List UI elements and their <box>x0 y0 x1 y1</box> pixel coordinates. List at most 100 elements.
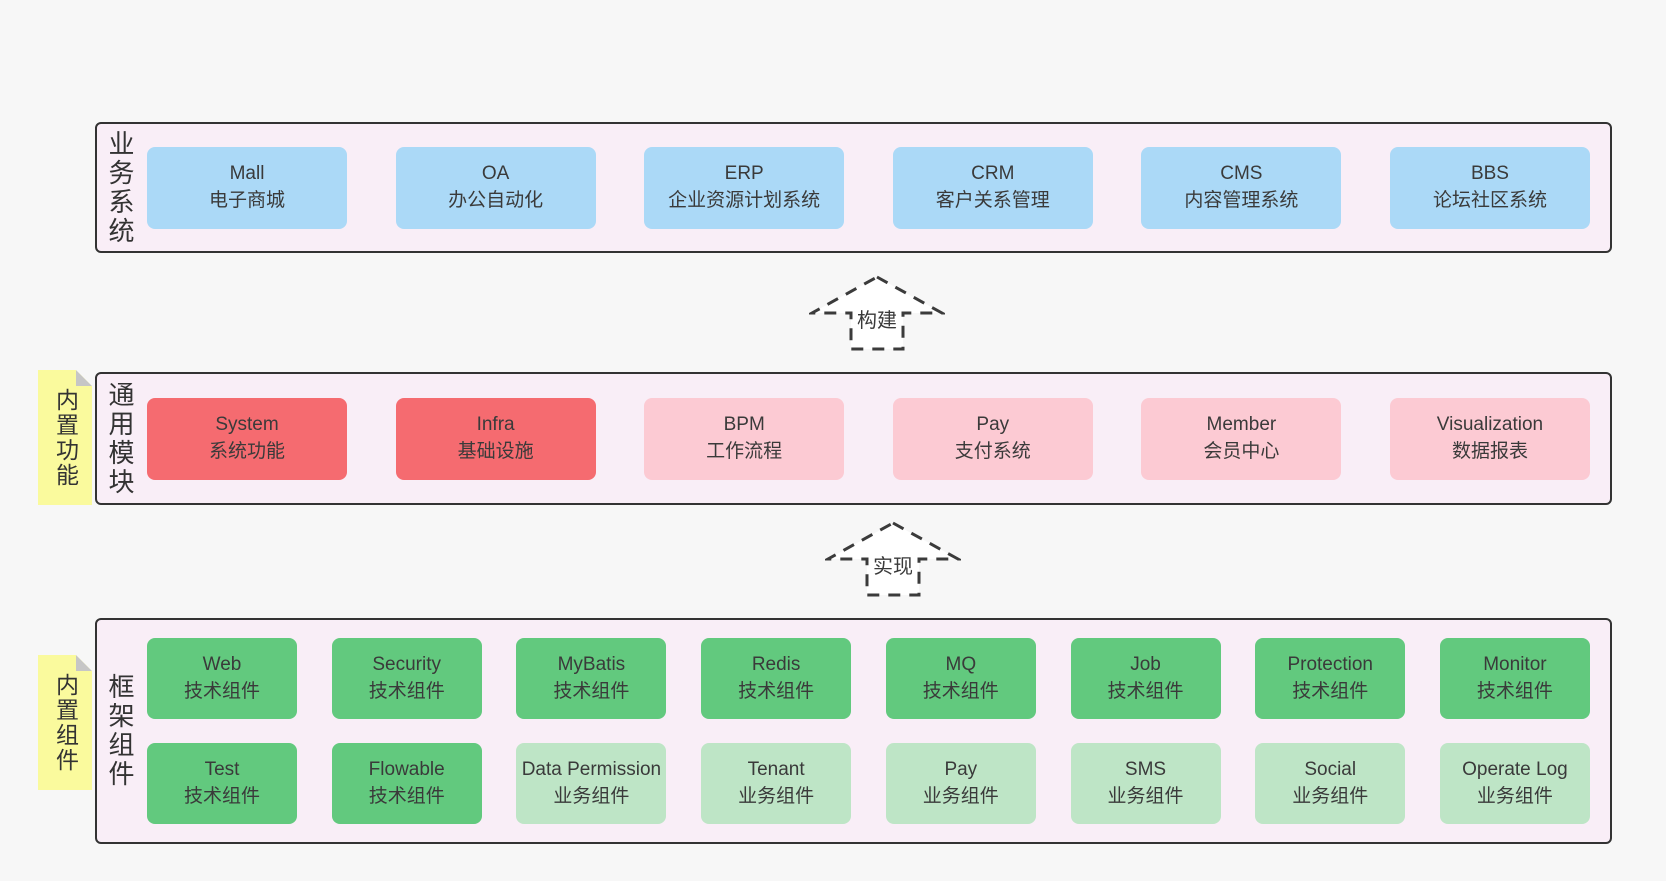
box-subtitle: 支付系统 <box>954 440 1031 462</box>
box-subtitle: 技术组件 <box>1107 680 1184 702</box>
box-subtitle: 技术组件 <box>1292 680 1369 702</box>
box-flowable: Flowable 技术组件 <box>331 743 482 824</box>
box-subtitle: 基础设施 <box>457 440 534 462</box>
box-title: Security <box>372 653 442 675</box>
box-pay: Pay 支付系统 <box>892 397 1093 480</box>
implement-arrow: 实现 <box>825 520 961 598</box>
framework-components-panel: 框架组件 Web 技术组件 Security 技术组件 MyBatis 技术组件… <box>95 618 1612 844</box>
box-visualization: Visualization 数据报表 <box>1389 397 1590 480</box>
sticky-note-built-in-components: 内置组件 <box>38 655 92 790</box>
box-subtitle: 业务组件 <box>738 785 815 807</box>
box-data-permission: Data Permission 业务组件 <box>516 743 667 824</box>
common-modules-boxes: System 系统功能 Infra 基础设施 BPM 工作流程 Pay 支付系统… <box>147 397 1610 480</box>
box-subtitle: 技术组件 <box>553 680 630 702</box>
box-title: Operate Log <box>1462 758 1568 780</box>
box-subtitle: 技术组件 <box>368 680 445 702</box>
box-tenant: Tenant 业务组件 <box>701 743 852 824</box>
panel-label-business-systems: 业务系统 <box>105 129 135 246</box>
box-sms: SMS 业务组件 <box>1070 743 1221 824</box>
box-subtitle: 系统功能 <box>208 440 285 462</box>
folded-corner-icon <box>76 655 92 671</box>
box-subtitle: 业务组件 <box>553 785 630 807</box>
box-subtitle: 会员中心 <box>1203 440 1280 462</box>
framework-components-rows: Web 技术组件 Security 技术组件 MyBatis 技术组件 Redi… <box>147 638 1610 824</box>
box-test: Test 技术组件 <box>147 743 297 824</box>
arrow-label-build: 构建 <box>854 304 900 333</box>
sticky-note-built-in-features: 内置功能 <box>38 370 92 505</box>
box-title: OA <box>481 162 510 184</box>
box-subtitle: 企业资源计划系统 <box>668 189 821 211</box>
panel-label-framework-components: 框架组件 <box>105 673 135 789</box>
box-title: Infra <box>476 413 515 435</box>
box-cms: CMS 内容管理系统 <box>1141 146 1342 229</box>
box-subtitle: 电子商城 <box>208 189 285 211</box>
box-redis: Redis 技术组件 <box>701 638 852 719</box>
folded-corner-icon <box>76 370 92 386</box>
arrow-label-implement: 实现 <box>870 550 916 579</box>
box-subtitle: 技术组件 <box>922 680 999 702</box>
box-subtitle: 业务组件 <box>1292 785 1369 807</box>
box-title: SMS <box>1124 758 1167 780</box>
box-erp: ERP 企业资源计划系统 <box>644 146 845 229</box>
common-modules-panel: 通用模块 System 系统功能 Infra 基础设施 BPM 工作流程 Pay… <box>95 372 1612 505</box>
box-subtitle: 数据报表 <box>1451 440 1528 462</box>
box-subtitle: 业务组件 <box>1476 785 1553 807</box>
box-subtitle: 业务组件 <box>1107 785 1184 807</box>
business-systems-panel: 业务系统 Mall 电子商城 OA 办公自动化 ERP 企业资源计划系统 CRM… <box>95 122 1612 253</box>
box-subtitle: 技术组件 <box>738 680 815 702</box>
box-title: BPM <box>723 413 765 435</box>
box-subtitle: 技术组件 <box>183 680 260 702</box>
box-protection: Protection 技术组件 <box>1255 638 1406 719</box>
box-title: Pay <box>944 758 978 780</box>
box-title: Monitor <box>1483 653 1547 675</box>
box-web: Web 技术组件 <box>147 638 297 719</box>
box-subtitle: 内容管理系统 <box>1184 189 1299 211</box>
panel-label-common-modules: 通用模块 <box>105 380 135 497</box>
box-subtitle: 论坛社区系统 <box>1432 189 1547 211</box>
box-mybatis: MyBatis 技术组件 <box>516 638 667 719</box>
box-title: Data Permission <box>521 758 662 780</box>
box-title: BBS <box>1470 162 1509 184</box>
box-title: Tenant <box>747 758 805 780</box>
box-security: Security 技术组件 <box>331 638 482 719</box>
box-title: Visualization <box>1436 413 1544 435</box>
box-title: Web <box>202 653 242 675</box>
box-title: Test <box>204 758 240 780</box>
box-title: Protection <box>1287 653 1373 675</box>
box-subtitle: 工作流程 <box>706 440 783 462</box>
box-mq: MQ 技术组件 <box>885 638 1036 719</box>
framework-components-row-2: Test 技术组件 Flowable 技术组件 Data Permission … <box>147 743 1590 824</box>
box-subtitle: 技术组件 <box>368 785 445 807</box>
box-subtitle: 办公自动化 <box>448 189 544 211</box>
sticky-label: 内置功能 <box>52 387 79 488</box>
box-subtitle: 技术组件 <box>1476 680 1553 702</box>
box-crm: CRM 客户关系管理 <box>892 146 1093 229</box>
box-bpm: BPM 工作流程 <box>644 397 845 480</box>
box-job: Job 技术组件 <box>1070 638 1221 719</box>
box-title: Mall <box>229 162 265 184</box>
box-pay-component: Pay 业务组件 <box>885 743 1036 824</box>
box-infra: Infra 基础设施 <box>395 397 596 480</box>
box-subtitle: 业务组件 <box>922 785 999 807</box>
box-title: Redis <box>751 653 801 675</box>
box-subtitle: 客户关系管理 <box>935 189 1050 211</box>
box-monitor: Monitor 技术组件 <box>1439 638 1590 719</box>
build-arrow: 构建 <box>809 274 945 352</box>
sticky-label: 内置组件 <box>52 672 79 773</box>
box-title: Member <box>1206 413 1277 435</box>
box-title: CRM <box>971 162 1015 184</box>
box-title: Flowable <box>368 758 445 780</box>
box-title: Pay <box>976 413 1010 435</box>
framework-components-row-1: Web 技术组件 Security 技术组件 MyBatis 技术组件 Redi… <box>147 638 1590 719</box>
box-social: Social 业务组件 <box>1255 743 1406 824</box>
box-subtitle: 技术组件 <box>183 785 260 807</box>
business-systems-boxes: Mall 电子商城 OA 办公自动化 ERP 企业资源计划系统 CRM 客户关系… <box>147 146 1610 229</box>
box-member: Member 会员中心 <box>1141 397 1342 480</box>
box-oa: OA 办公自动化 <box>395 146 596 229</box>
box-mall: Mall 电子商城 <box>147 146 347 229</box>
box-title: MyBatis <box>557 653 626 675</box>
box-operate-log: Operate Log 业务组件 <box>1439 743 1590 824</box>
box-title: MQ <box>945 653 977 675</box>
box-bbs: BBS 论坛社区系统 <box>1389 146 1590 229</box>
